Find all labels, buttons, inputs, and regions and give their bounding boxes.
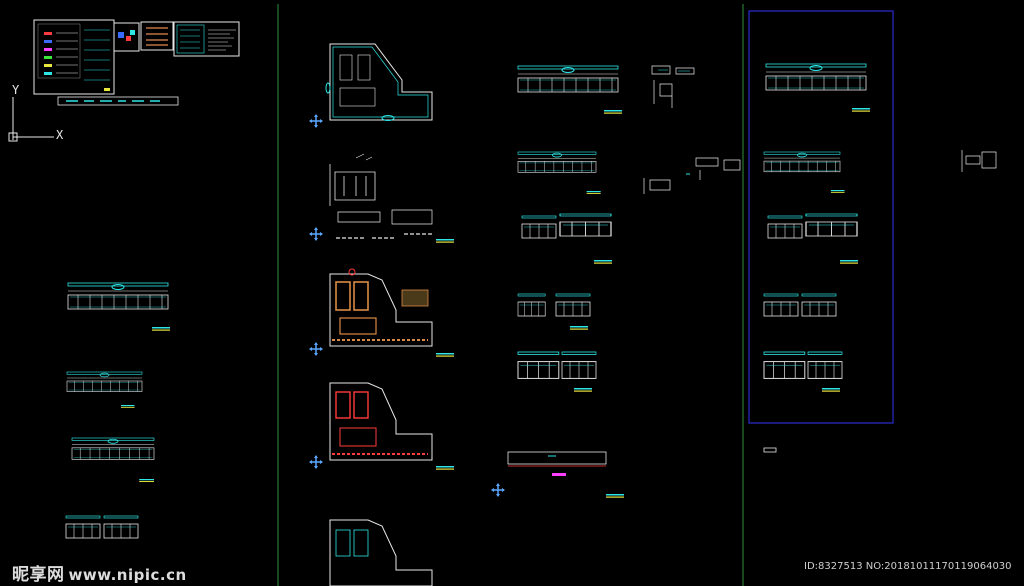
elevation-drawing[interactable]	[763, 351, 843, 392]
elevation-drawing[interactable]	[65, 515, 139, 539]
ucs-y-label: Y	[12, 83, 20, 97]
ucs-x-label: X	[56, 128, 64, 142]
pan-cross-icon[interactable]	[308, 454, 324, 470]
elevation-drawing[interactable]	[67, 282, 170, 331]
legend-sheet[interactable]	[33, 19, 115, 95]
elevation-drawing[interactable]	[517, 65, 622, 114]
elevation-drawing[interactable]	[517, 151, 601, 194]
watermark-url: www.nipic.cn	[68, 566, 187, 584]
pan-cross-icon[interactable]	[490, 482, 506, 498]
elevation-drawing[interactable]	[517, 351, 597, 392]
floor-plan[interactable]	[329, 153, 454, 243]
elevation-drawing[interactable]	[521, 213, 612, 264]
floor-plan[interactable]	[329, 519, 433, 586]
detail-drawing[interactable]	[651, 65, 695, 108]
elevation-drawing[interactable]	[517, 293, 591, 330]
image-info: ID:8327513 NO:20181011170119064030	[804, 561, 1012, 572]
viewport-frame[interactable]	[748, 10, 894, 424]
section-drawing[interactable]	[507, 451, 624, 498]
elevation-drawing[interactable]	[763, 151, 845, 193]
elevation-drawing[interactable]	[71, 437, 155, 483]
detail-drawing[interactable]	[961, 150, 997, 172]
legend-sheet-3[interactable]	[140, 21, 174, 51]
floor-plan[interactable]	[329, 382, 454, 470]
floor-plan[interactable]	[329, 268, 454, 357]
elevation-drawing[interactable]	[66, 371, 143, 408]
elevation-drawing[interactable]	[765, 63, 870, 112]
pan-cross-icon[interactable]	[308, 341, 324, 357]
watermark-cn: 昵享网	[12, 565, 65, 585]
title-strip[interactable]	[57, 96, 179, 106]
ucs-icon	[8, 97, 54, 142]
legend-sheet-2[interactable]	[113, 22, 140, 52]
elevation-drawing[interactable]	[763, 293, 837, 317]
small-block[interactable]	[763, 447, 777, 453]
pan-cross-icon[interactable]	[308, 226, 324, 242]
legend-sheet-4[interactable]	[173, 21, 240, 57]
elevation-drawing[interactable]	[767, 213, 858, 264]
floor-plan[interactable]	[325, 43, 433, 121]
detail-drawing[interactable]	[643, 157, 741, 194]
pan-cross-icon[interactable]	[308, 113, 324, 129]
